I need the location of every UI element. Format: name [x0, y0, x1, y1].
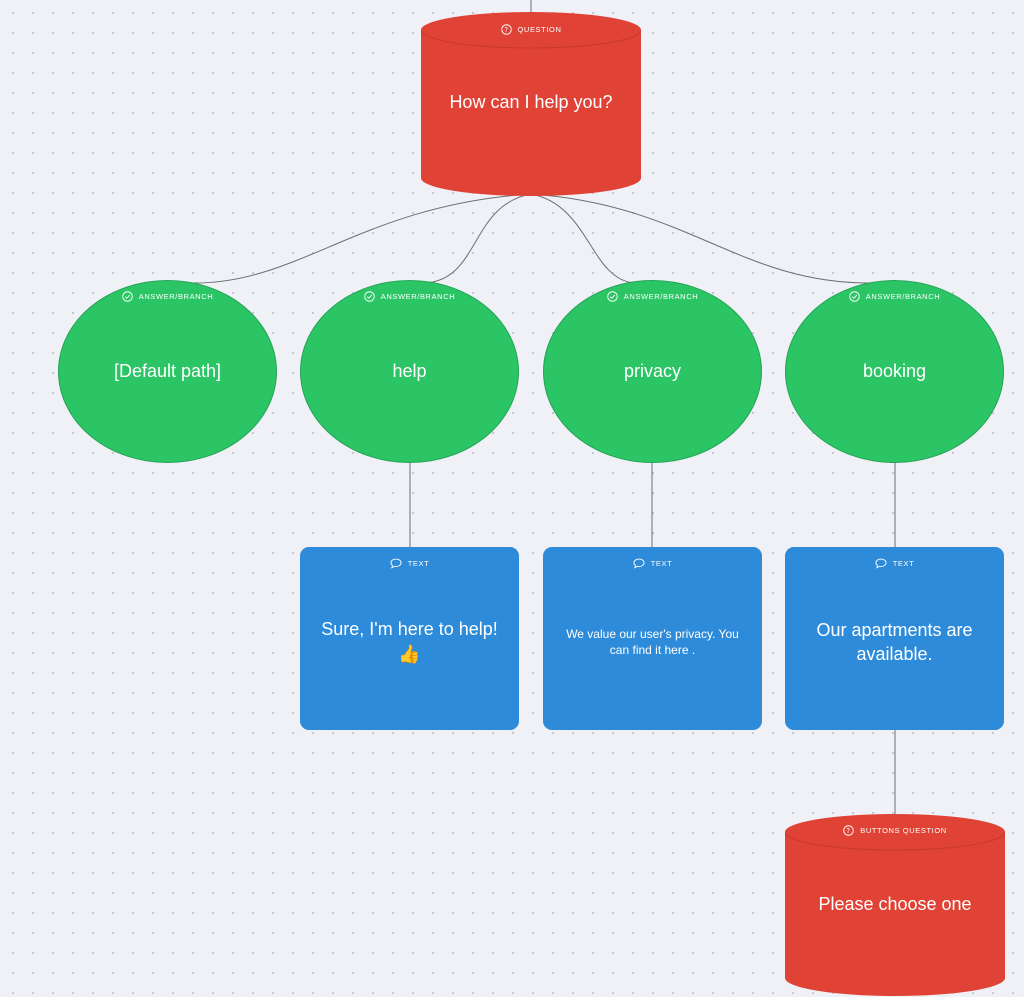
node-text: booking [862, 360, 927, 381]
svg-text:?: ? [847, 827, 851, 835]
question-node-main[interactable]: ? QUESTION How can I help you? [421, 12, 641, 196]
node-type-text: TEXT [650, 559, 673, 568]
connector-line-help [424, 193, 532, 284]
answer-node-privacy[interactable]: ANSWER/BRANCH privacy [543, 280, 762, 463]
node-text: privacy [623, 360, 681, 381]
thumbs-up-emoji: 👍 [398, 644, 421, 665]
node-type-text: ANSWER/BRANCH [380, 292, 456, 301]
node-type-label: TEXT [543, 558, 762, 569]
node-type-text: ANSWER/BRANCH [865, 292, 941, 301]
question-circle-icon: ? [843, 825, 854, 836]
check-circle-icon [122, 291, 133, 302]
answer-node-default[interactable]: ANSWER/BRANCH [Default path] [58, 280, 277, 463]
check-circle-icon [849, 291, 860, 302]
node-type-label: ANSWER/BRANCH [786, 291, 1003, 302]
cylinder-shape [421, 12, 641, 196]
node-text: Our apartments are available. [816, 620, 973, 664]
node-text: help [392, 360, 427, 381]
node-type-text: QUESTION [517, 25, 562, 34]
node-type-label: TEXT [300, 558, 519, 569]
answer-node-booking[interactable]: ANSWER/BRANCH booking [785, 280, 1004, 463]
connector-line-booking [530, 193, 876, 284]
node-text: How can I help you? [449, 91, 613, 112]
speech-bubble-icon [875, 558, 887, 569]
node-text: We value our user's privacy. You can fin… [566, 627, 739, 657]
node-type-text: TEXT [407, 559, 430, 568]
node-type-text: BUTTONS QUESTION [860, 826, 947, 835]
text-node-privacy[interactable]: TEXT We value our user's privacy. You ca… [543, 547, 762, 730]
speech-bubble-icon [633, 558, 645, 569]
text-node-booking[interactable]: TEXT Our apartments are available. [785, 547, 1004, 730]
node-type-label: ? QUESTION [421, 24, 641, 35]
node-type-text: TEXT [892, 559, 915, 568]
node-type-label: TEXT [785, 558, 1004, 569]
node-text-block: Sure, I'm here to help! 👍 [308, 599, 511, 685]
node-type-label: ? BUTTONS QUESTION [785, 825, 1005, 836]
question-node-buttons[interactable]: ? BUTTONS QUESTION Please choose one [785, 814, 1005, 997]
node-type-text: ANSWER/BRANCH [138, 292, 214, 301]
node-type-label: ANSWER/BRANCH [544, 291, 761, 302]
answer-node-help[interactable]: ANSWER/BRANCH help [300, 280, 519, 463]
connector-line-privacy [530, 193, 636, 284]
node-text: Please choose one [818, 893, 972, 914]
speech-bubble-icon [390, 558, 402, 569]
node-type-label: ANSWER/BRANCH [301, 291, 518, 302]
question-circle-icon: ? [500, 24, 512, 35]
svg-text:?: ? [504, 26, 508, 34]
node-type-text: ANSWER/BRANCH [623, 292, 699, 301]
node-text: Sure, I'm here to help! [321, 619, 498, 639]
text-node-help[interactable]: TEXT Sure, I'm here to help! 👍 [300, 547, 519, 730]
connector-line-default [189, 193, 532, 284]
node-text: [Default path] [113, 360, 222, 381]
cylinder-shape [785, 814, 1005, 996]
node-type-label: ANSWER/BRANCH [59, 291, 276, 302]
check-circle-icon [364, 291, 375, 302]
check-circle-icon [607, 291, 618, 302]
